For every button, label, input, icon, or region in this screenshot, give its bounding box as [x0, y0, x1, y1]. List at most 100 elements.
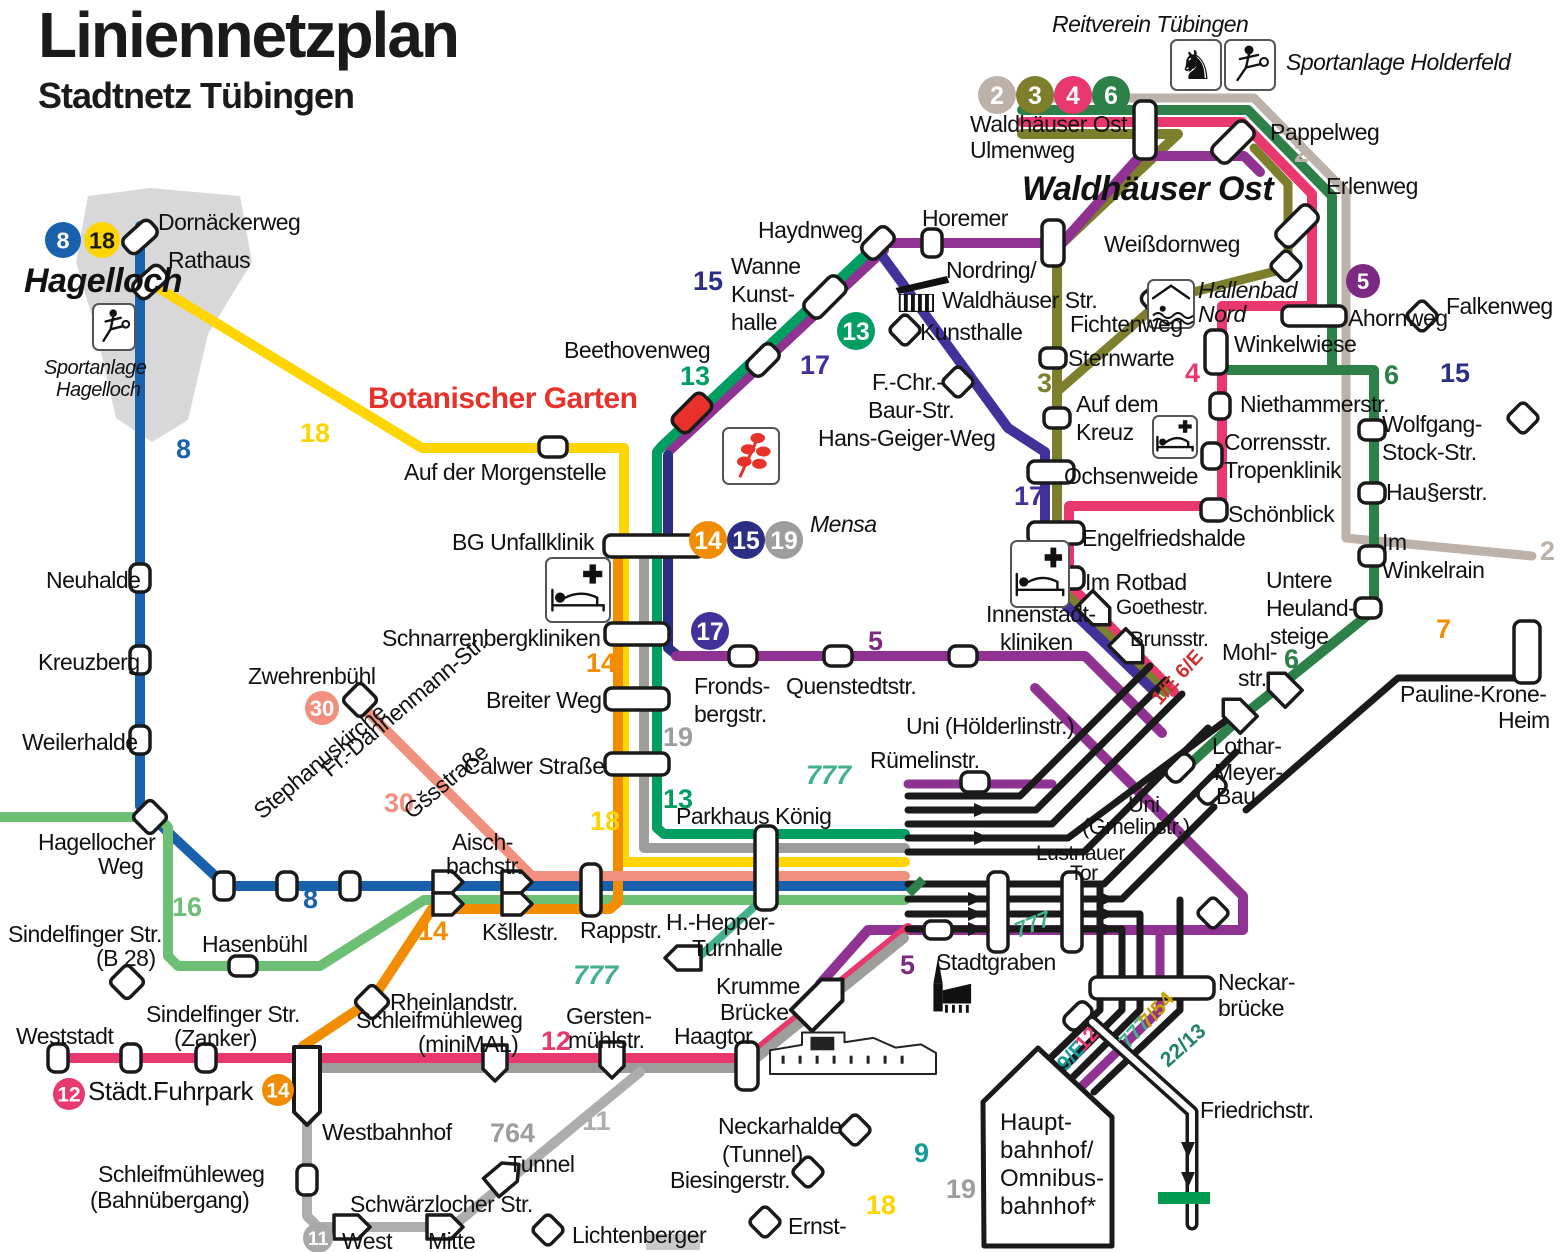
label-str-: str. — [1238, 665, 1267, 691]
line-badge-11: 11 — [303, 1223, 333, 1252]
badge-circle — [45, 222, 81, 258]
stop-hausserstr-marker — [1357, 481, 1387, 505]
soccer-icon-hagelloch — [92, 303, 136, 351]
window — [883, 1055, 887, 1064]
stop-ulmenweg — [1132, 99, 1158, 161]
label-tunnel: Tunnel — [508, 1151, 574, 1177]
line-5-neckar — [1077, 925, 1165, 1091]
arcade — [958, 1004, 962, 1013]
label-wei-dornweg: Weißdornweg — [1104, 231, 1240, 257]
route-number-16: 16 — [172, 892, 202, 922]
badge-circle — [727, 521, 765, 559]
hauptbahnhof-label: bahnhof* — [1000, 1193, 1096, 1220]
label-schleifm-hleweg: Schleifmühleweg — [356, 1007, 522, 1033]
stop-pappelweg-marker — [1210, 119, 1256, 165]
label-erlenweg: Erlenweg — [1326, 173, 1418, 199]
label-reitverein-t-bingen: Reitverein Tübingen — [1052, 11, 1248, 37]
stop-nordring-marker — [1040, 218, 1066, 268]
stop-haagtor — [734, 1040, 760, 1092]
stop-weissdornweg-marker — [1269, 249, 1303, 283]
label-br-cke: Brücke — [720, 999, 789, 1025]
label-waldh-user-str-: Waldhäuser Str. — [942, 287, 1097, 313]
stop-ochsenweide-marker — [1026, 459, 1076, 485]
label-calwer-stra-e: Calwer Straße — [464, 753, 604, 779]
badge-circle — [84, 222, 120, 258]
route-number-4: 4 — [1185, 358, 1200, 388]
stop-weststadt-marker — [46, 1042, 70, 1074]
stop-uni-gmelin-b-marker — [1196, 774, 1228, 806]
label-rappstr-: Rappstr. — [580, 917, 662, 943]
label-quenstedtstr-: Quenstedtstr. — [786, 673, 916, 699]
route-number-8: 8 — [303, 884, 318, 914]
stop-aischbachstr-marker — [431, 891, 465, 917]
badge-circle — [691, 612, 729, 650]
stop-horemer-marker — [920, 227, 944, 259]
stop-gssstrasse-marker — [338, 870, 362, 902]
badge-number: 18 — [89, 227, 115, 253]
stop-rappstr — [579, 862, 603, 918]
stop-schoenblick — [1199, 497, 1229, 523]
badge-circle — [303, 1223, 333, 1252]
route-number-2: 2 — [1294, 138, 1309, 168]
route-number-3: 3 — [1037, 368, 1052, 398]
stop-minimal-marker — [481, 1043, 509, 1083]
stop-quenstedtstr-marker — [822, 644, 854, 668]
label-fronds-: Fronds- — [694, 673, 770, 699]
route-number-5: 5 — [868, 626, 883, 656]
stop-hepper-turnhalle — [663, 944, 703, 972]
route-number-11: 11 — [582, 1106, 611, 1136]
label-bergstr-: bergstr. — [694, 701, 767, 727]
label-mohl-: Mohl- — [1222, 639, 1277, 665]
botanical-garden-icon — [722, 427, 780, 485]
stop-rheinlandstr-marker — [353, 983, 391, 1021]
label-hans-geiger-weg: Hans-Geiger-Weg — [818, 425, 995, 451]
stop-neuhalde-marker — [128, 562, 152, 594]
badge-circle — [689, 521, 727, 559]
label-weg: Weg — [98, 853, 143, 879]
label-auf-der-morgenstelle: Auf der Morgenstelle — [404, 459, 606, 485]
stop-innenstadtkliniken — [947, 644, 979, 668]
stop-westbahnhof — [292, 1045, 322, 1127]
stop-rappstr-marker — [579, 862, 603, 918]
label-haagtor: Haagtor — [674, 1023, 753, 1049]
line-2 — [1017, 93, 1537, 561]
label-pauline-krone-: Pauline-Krone- — [1400, 681, 1546, 707]
label-sch-nblick: Schönblick — [1228, 501, 1335, 527]
badge-number: 6 — [1104, 83, 1118, 110]
label-k-llestr-: Kšllestr. — [482, 919, 558, 945]
label--gmelinstr-: (Gmelinstr.) — [1082, 814, 1190, 839]
stop-neuhalde — [128, 562, 152, 594]
stop-erlenweg — [1274, 203, 1320, 249]
stop-ulmenweg-marker — [1132, 99, 1158, 161]
label-tropenklinik: Tropenklinik — [1224, 457, 1342, 483]
stop-heulandsteige — [1353, 596, 1383, 620]
label-stock-str-: Stock-Str. — [1382, 439, 1477, 465]
arcade — [951, 1004, 955, 1013]
route-number-13: 13 — [663, 784, 693, 814]
label-biesingerstr-: Biesingerstr. — [670, 1167, 790, 1193]
stop-botanischer-garten-marker — [670, 391, 714, 435]
stop-brunsstr — [1107, 627, 1145, 665]
column — [907, 294, 911, 311]
route-number-18: 18 — [590, 806, 620, 836]
badge-number: 17 — [696, 619, 723, 646]
stop-zanker — [194, 1042, 218, 1074]
label-schnarrenbergkliniken: Schnarrenbergkliniken — [382, 625, 600, 651]
stop-rheinlandstr — [353, 983, 391, 1021]
stop-heulandsteige-marker — [1353, 596, 1383, 620]
line-19 — [639, 551, 910, 853]
label-schleifm-hleweg: Schleifmühleweg — [98, 1161, 264, 1187]
window — [832, 1055, 836, 1064]
stop-stephanuskirche — [212, 870, 236, 902]
stop-ernst — [748, 1205, 782, 1239]
patient — [1019, 577, 1029, 587]
stop-parkhaus-koenig-marker — [753, 824, 779, 912]
stop-rathaus — [131, 263, 169, 301]
line-badge-5: 5 — [1346, 264, 1380, 298]
route-number-777: 777 — [573, 960, 620, 990]
hospital-icon-innenstadt-box — [1010, 540, 1070, 608]
label-steige: steige — [1270, 623, 1328, 649]
stop-auf-dem-kreuz-marker — [1042, 406, 1072, 430]
badge-number: 2 — [990, 83, 1004, 110]
line-badge-2: 2 — [978, 76, 1016, 114]
